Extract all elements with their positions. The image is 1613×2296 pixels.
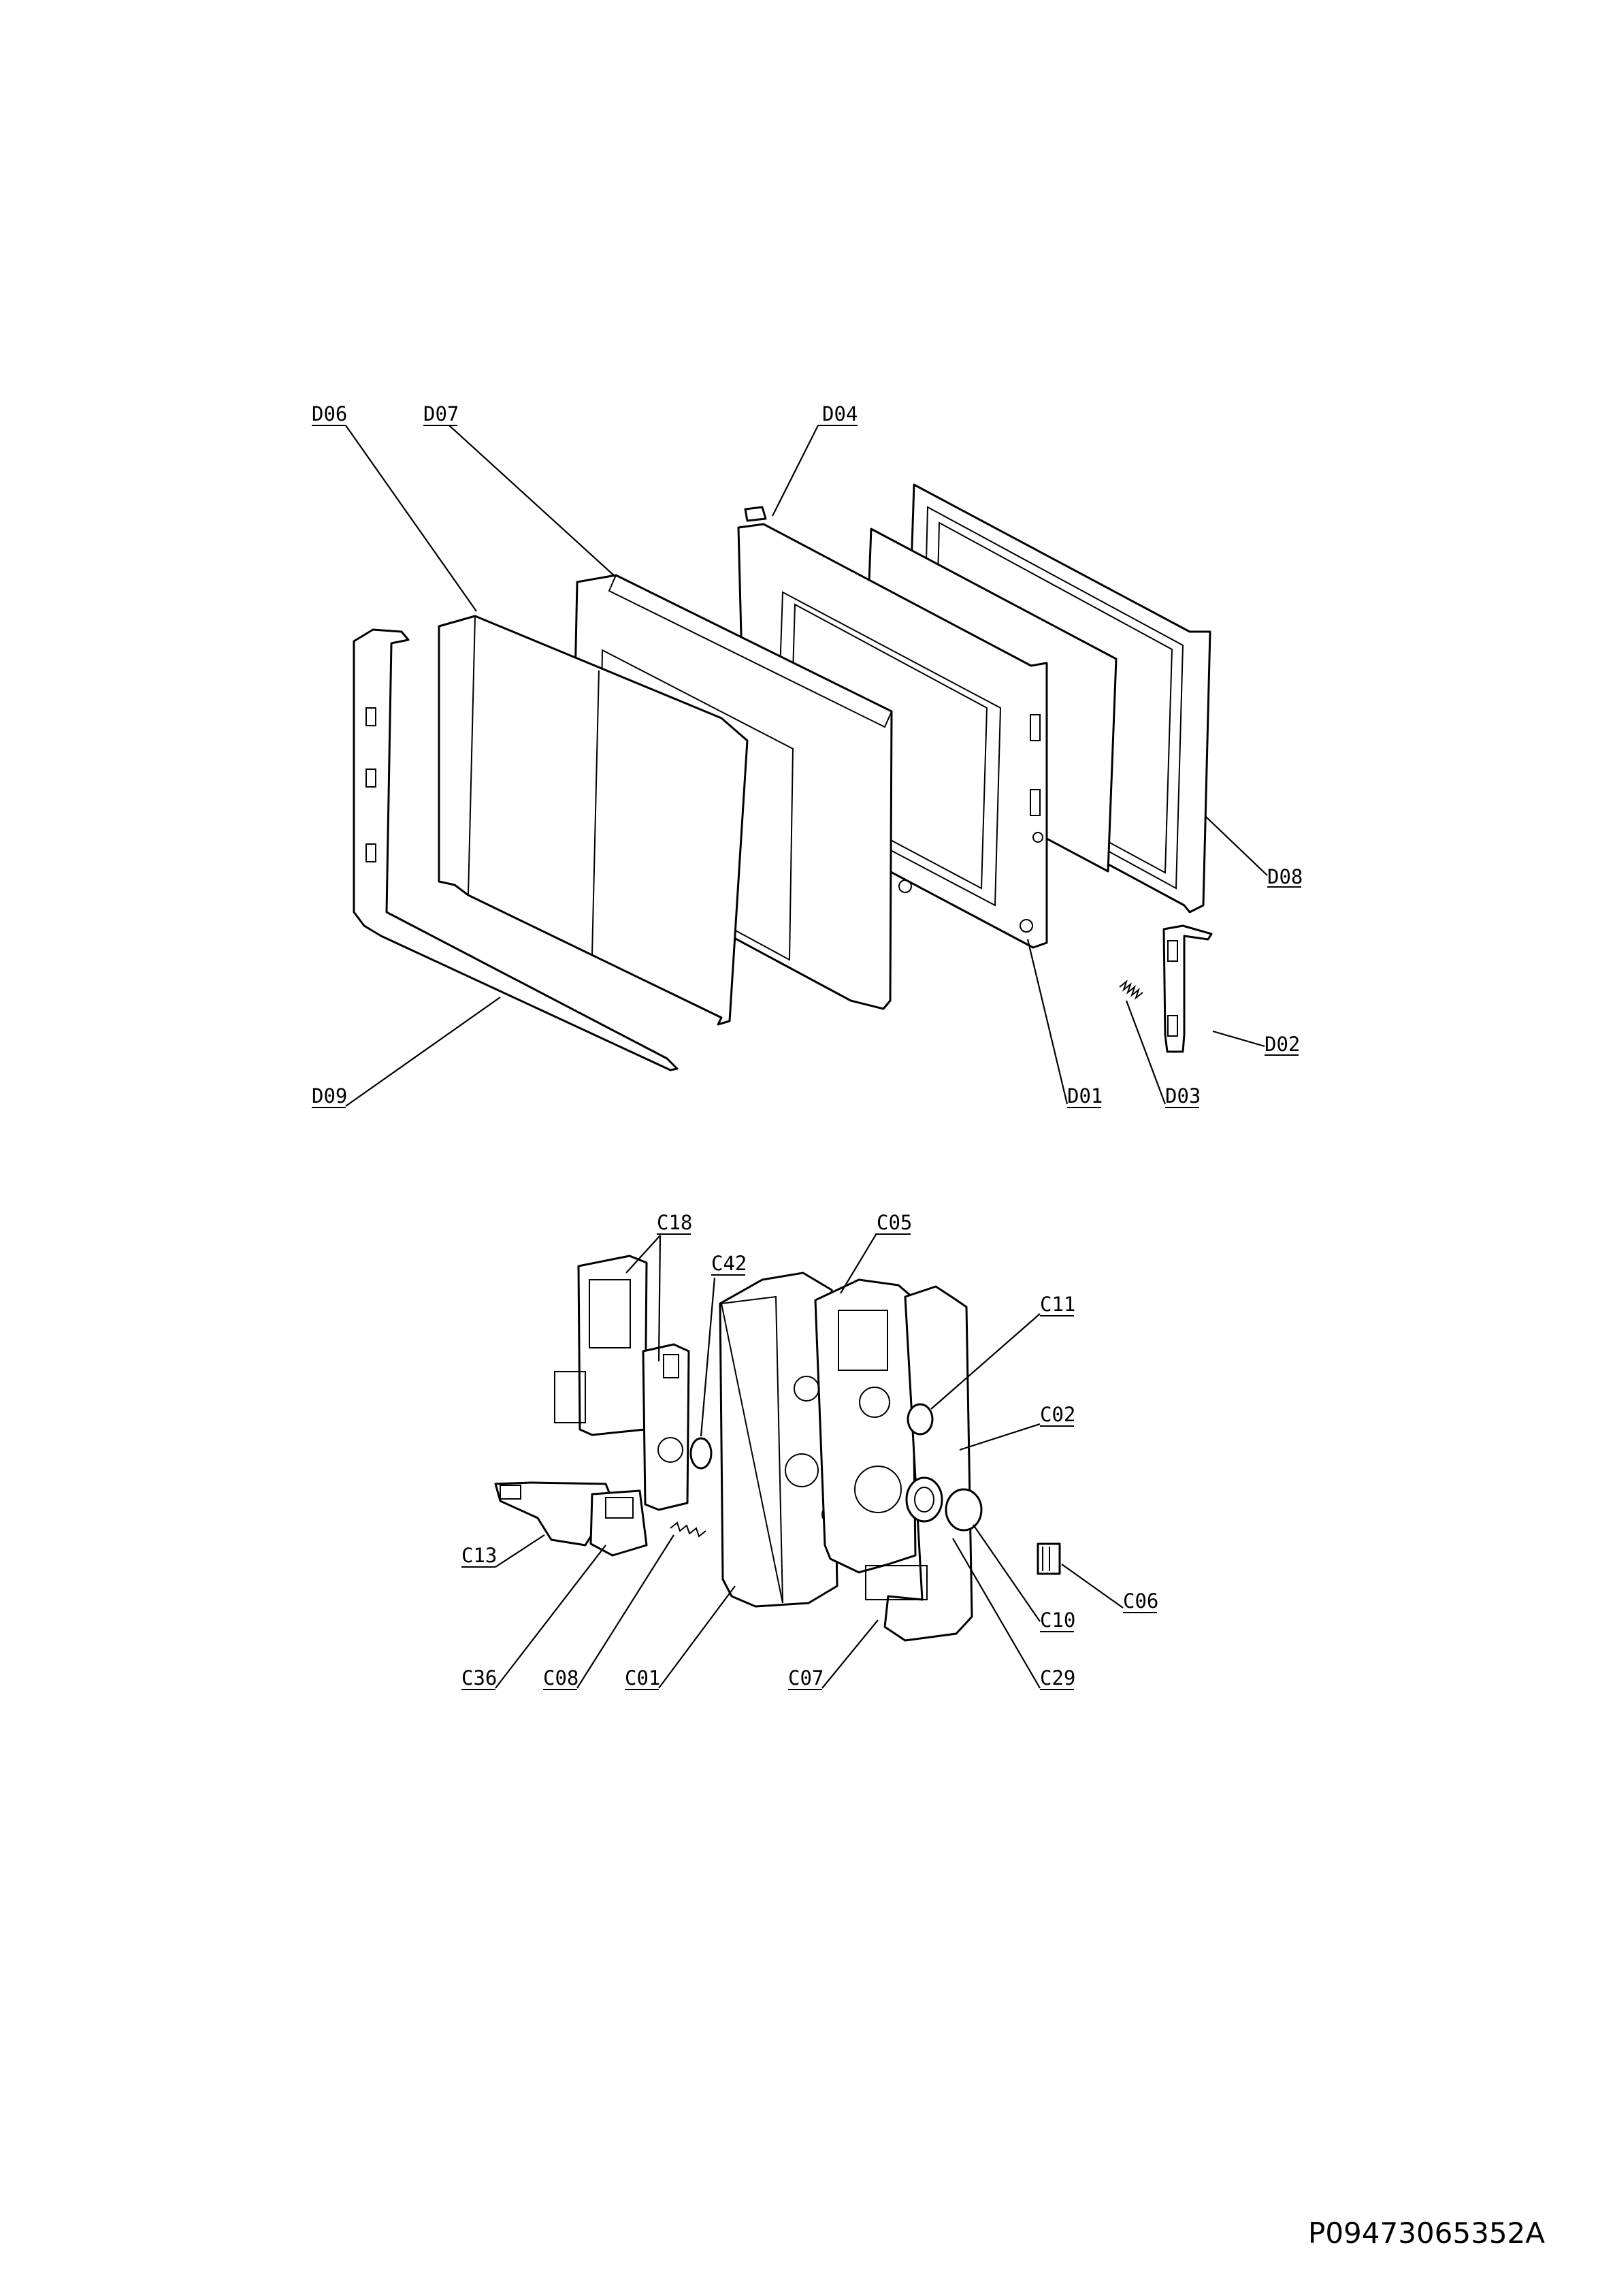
label-d08: D08	[1267, 865, 1303, 888]
part-c18-pcb	[554, 1255, 648, 1436]
part-c02-panel-cover	[865, 1285, 973, 1642]
label-c08: C08	[543, 1666, 579, 1689]
label-c06: C06	[1123, 1589, 1158, 1613]
label-d09: D09	[312, 1084, 347, 1107]
part-c08-spring	[670, 1521, 706, 1538]
label-c36: C36	[461, 1666, 497, 1689]
label-c18: C18	[657, 1211, 692, 1234]
label-c11: C11	[1040, 1293, 1075, 1316]
label-c29: C29	[1040, 1666, 1075, 1689]
label-c07: C07	[788, 1666, 824, 1689]
part-c10-knob	[945, 1488, 983, 1532]
part-c05-panel-frame	[814, 1278, 917, 1574]
part-c11-knob	[907, 1403, 934, 1436]
part-c42-encoder-board	[642, 1343, 713, 1511]
label-c10: C10	[1040, 1608, 1075, 1632]
part-d02-door-hook	[1162, 924, 1213, 1053]
label-d06: D06	[312, 402, 347, 425]
control-panel-assembly: C18 C42 C05 C11 C02 C13 C10 C06 C36 C08 …	[461, 1211, 1158, 1690]
part-c06-connector	[1037, 1542, 1061, 1575]
label-c05: C05	[877, 1211, 912, 1234]
label-c42: C42	[711, 1252, 747, 1275]
part-d06-door-panel	[438, 615, 749, 1026]
part-d09-door-trim	[353, 628, 679, 1071]
label-d04: D04	[822, 402, 858, 425]
label-d07: D07	[423, 402, 459, 425]
part-d04-bracket	[744, 506, 767, 522]
document-number: P09473065352A	[1308, 2216, 1545, 2250]
part-c13-switch	[494, 1481, 614, 1547]
part-c29-knob-ring	[905, 1476, 943, 1523]
part-d03-hook-spring	[1119, 980, 1143, 1000]
label-c01: C01	[625, 1666, 660, 1689]
part-c36-switch-holder	[589, 1489, 648, 1557]
part-c01-panel-body	[719, 1272, 839, 1608]
label-d01: D01	[1067, 1084, 1103, 1107]
part-d01-choke-frame	[737, 523, 1118, 949]
label-d03: D03	[1165, 1084, 1201, 1107]
door-assembly: D06 D07 D04 D08 D02 D09 D01 D03	[312, 402, 1303, 1108]
label-c13: C13	[461, 1544, 497, 1567]
label-c02: C02	[1040, 1403, 1075, 1426]
label-d02: D02	[1265, 1033, 1300, 1056]
